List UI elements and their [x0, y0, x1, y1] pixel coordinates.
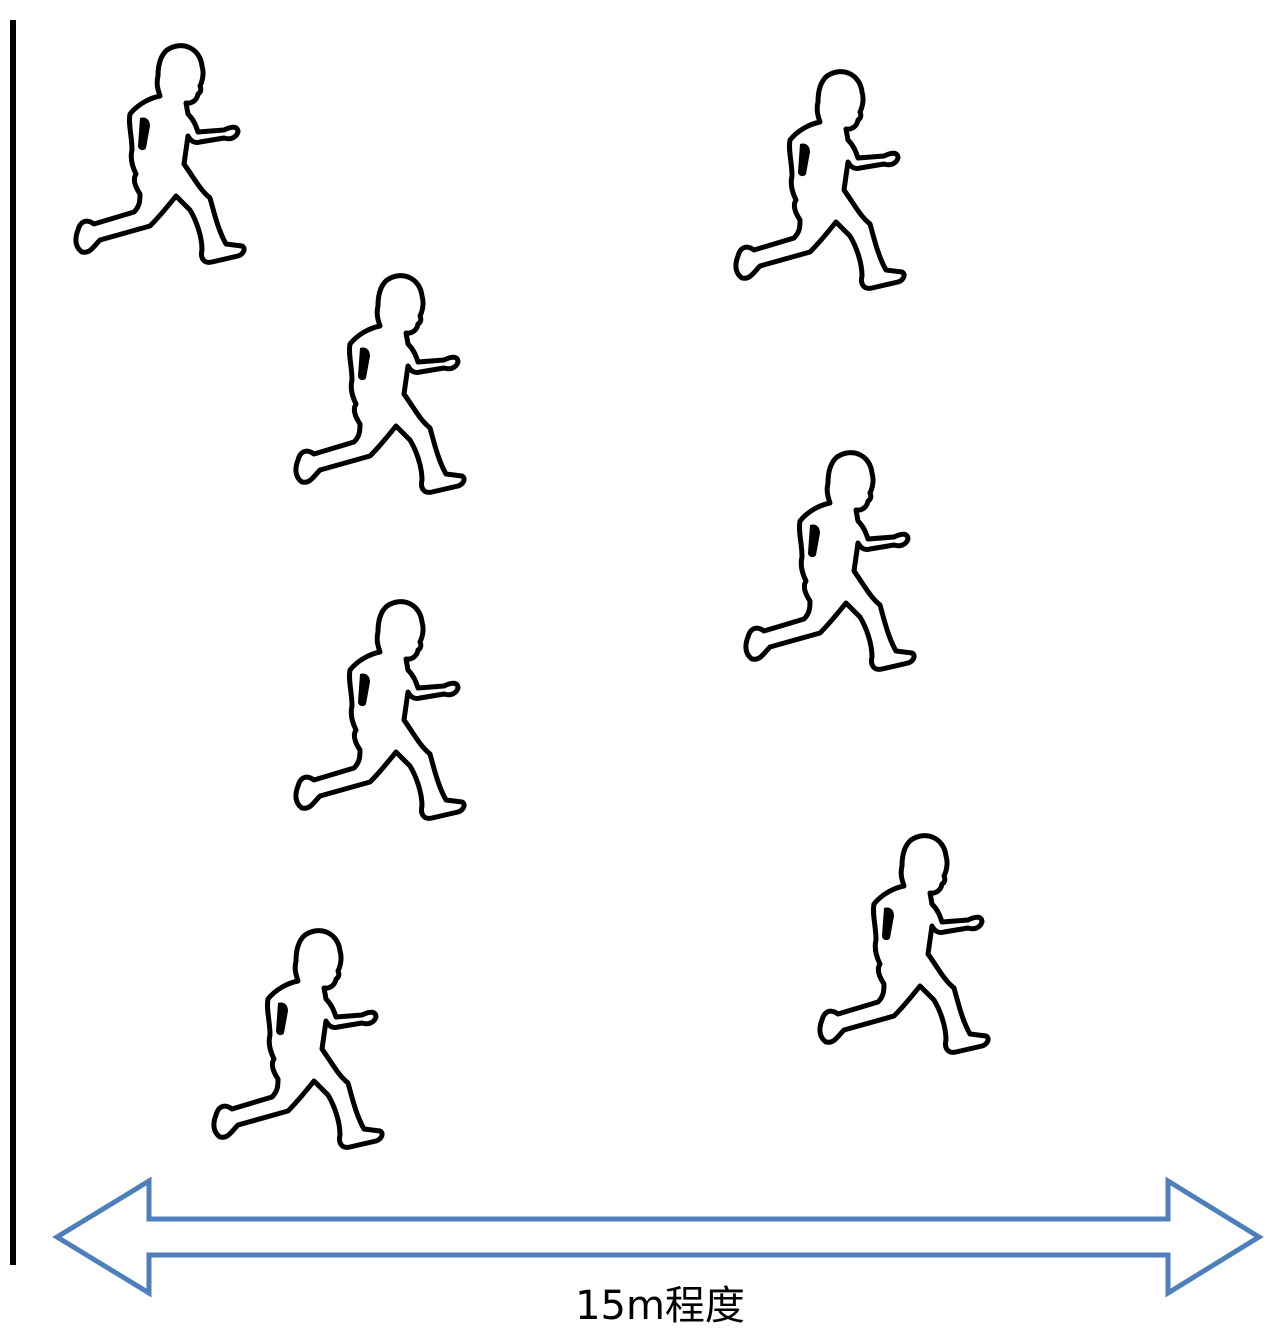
runner-1: [76, 46, 244, 263]
runner-5: [296, 602, 464, 819]
runner-4: [746, 453, 914, 670]
runner-2: [736, 72, 904, 289]
runner-6: [820, 836, 988, 1053]
runner-3: [296, 276, 464, 493]
runner-7: [214, 931, 382, 1148]
distance-arrow: [52, 1176, 1264, 1298]
distance-label: 15m程度: [575, 1283, 745, 1329]
